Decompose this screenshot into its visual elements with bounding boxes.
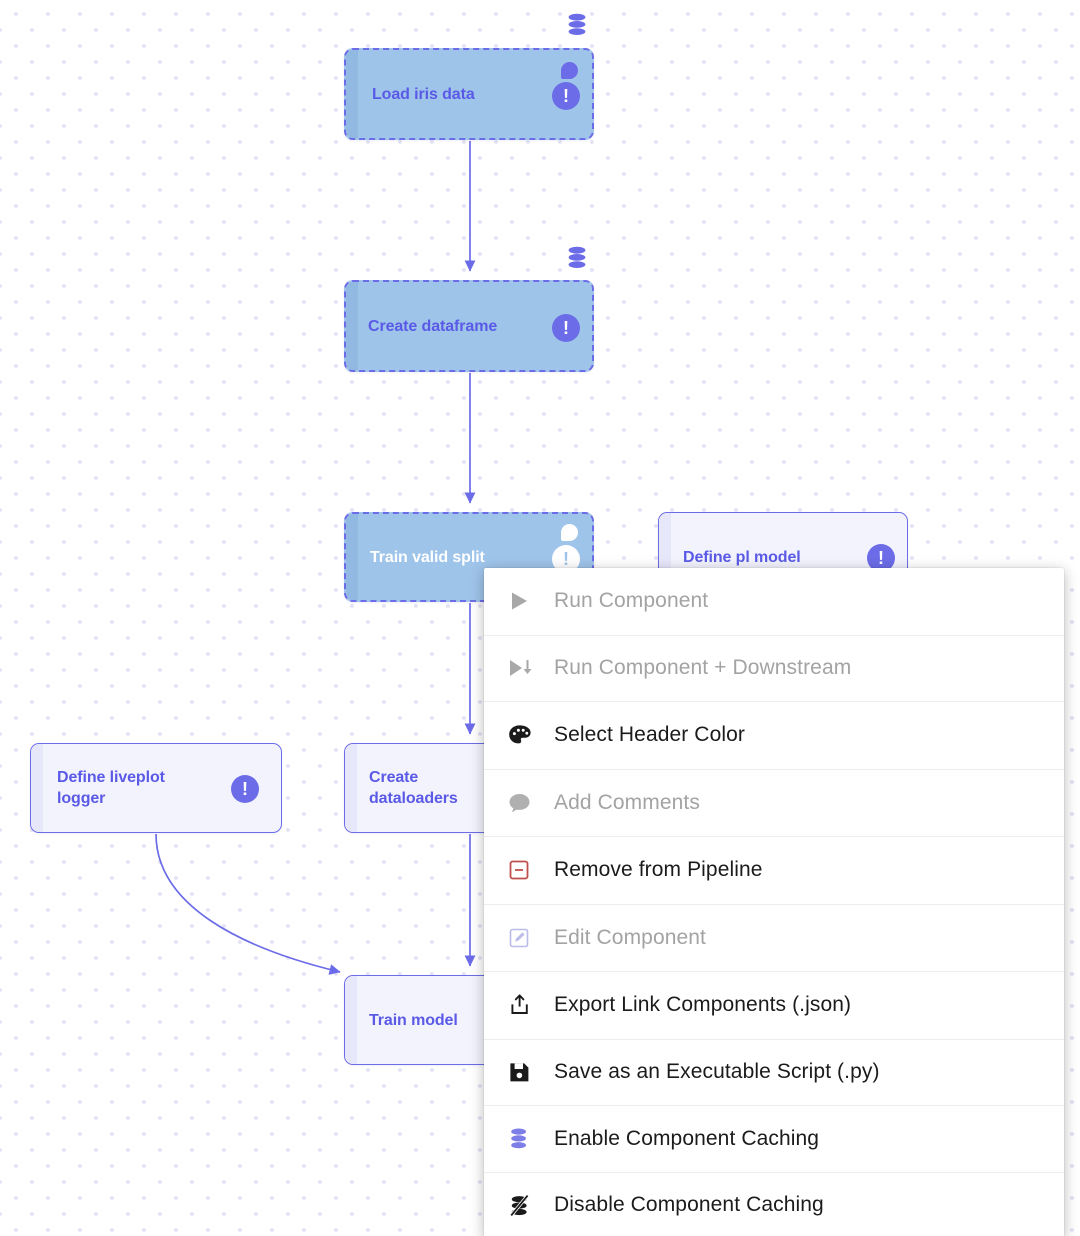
- play-icon: [508, 588, 538, 614]
- menu-item-enable-component-caching[interactable]: Enable Component Caching: [484, 1105, 1064, 1172]
- play-downstream-icon: [508, 655, 538, 681]
- database-icon: [566, 13, 588, 37]
- menu-item-label: Enable Component Caching: [554, 1126, 820, 1150]
- node-accent-bar: [346, 282, 358, 370]
- menu-item-edit-component[interactable]: Edit Component: [484, 905, 1064, 972]
- menu-item-run-component-downstream[interactable]: Run Component + Downstream: [484, 634, 1064, 702]
- graph-node-create-dataframe[interactable]: Create dataframe !: [344, 280, 594, 372]
- export-icon: [508, 992, 538, 1018]
- menu-group-export: Export Link Components (.json) Save as a…: [484, 971, 1064, 1236]
- menu-group-edit: Edit Component: [484, 903, 1064, 972]
- menu-item-disable-component-caching[interactable]: Disable Component Caching: [484, 1171, 1064, 1236]
- menu-item-label: Disable Component Caching: [554, 1193, 824, 1217]
- comment-indicator-icon[interactable]: [561, 62, 578, 79]
- menu-group-remove: Remove from Pipeline: [484, 836, 1064, 904]
- menu-item-remove-from-pipeline[interactable]: Remove from Pipeline: [484, 837, 1064, 904]
- node-accent-bar: [346, 514, 358, 600]
- save-disk-icon: [508, 1059, 538, 1085]
- menu-item-label: Export Link Components (.json): [554, 993, 852, 1017]
- menu-item-label: Select Header Color: [554, 723, 745, 747]
- warning-badge-icon[interactable]: !: [552, 82, 580, 110]
- menu-group-run: Run Component Run Component + Downstream: [484, 568, 1064, 701]
- database-icon: [508, 1126, 538, 1152]
- node-title: Create dataframe: [368, 317, 498, 335]
- context-menu[interactable]: Run Component Run Component + Downstream: [484, 568, 1064, 1236]
- node-title: Create dataloaders: [369, 769, 458, 807]
- menu-group-header-color: Select Header Color: [484, 701, 1064, 769]
- palette-icon: [508, 722, 538, 748]
- menu-item-save-executable-script[interactable]: Save as an Executable Script (.py): [484, 1038, 1064, 1106]
- menu-group-comments: Add Comments: [484, 768, 1064, 837]
- pencil-square-icon: [508, 925, 538, 951]
- menu-item-label: Remove from Pipeline: [554, 858, 763, 882]
- warning-badge-icon[interactable]: !: [867, 544, 895, 572]
- menu-item-select-header-color[interactable]: Select Header Color: [484, 702, 1064, 769]
- menu-item-label: Add Comments: [554, 790, 700, 814]
- menu-item-label: Run Component + Downstream: [554, 656, 852, 680]
- database-slash-icon: [508, 1192, 538, 1218]
- menu-item-export-link-components[interactable]: Export Link Components (.json): [484, 972, 1064, 1039]
- menu-item-label: Edit Component: [554, 925, 706, 949]
- node-accent-bar: [345, 976, 357, 1064]
- node-accent-bar: [345, 744, 357, 832]
- menu-item-label: Save as an Executable Script (.py): [554, 1060, 880, 1084]
- database-icon: [566, 246, 588, 270]
- node-title: Train model: [369, 1011, 458, 1029]
- menu-item-label: Run Component: [554, 589, 709, 613]
- node-title: Define pl model: [683, 548, 801, 566]
- graph-node-train-valid-split[interactable]: Train valid split !: [344, 512, 594, 602]
- comment-icon: [508, 790, 538, 816]
- graph-node-load-iris-data[interactable]: Load iris data !: [344, 48, 594, 140]
- node-accent-bar: [346, 50, 358, 138]
- edge-liveplot-logger-to-train-model: [155, 833, 341, 975]
- node-title: Train valid split: [370, 548, 485, 566]
- menu-item-run-component[interactable]: Run Component: [484, 568, 1064, 635]
- comment-indicator-icon[interactable]: [561, 524, 578, 541]
- warning-badge-icon[interactable]: !: [231, 775, 259, 803]
- warning-badge-icon[interactable]: !: [552, 314, 580, 342]
- menu-item-add-comments[interactable]: Add Comments: [484, 770, 1064, 837]
- minus-square-icon: [508, 857, 538, 883]
- node-title: Load iris data: [372, 85, 475, 103]
- node-title: Define liveplot logger: [57, 769, 165, 807]
- node-accent-bar: [31, 744, 43, 832]
- graph-node-define-liveplot-logger[interactable]: Define liveplot logger !: [30, 743, 282, 833]
